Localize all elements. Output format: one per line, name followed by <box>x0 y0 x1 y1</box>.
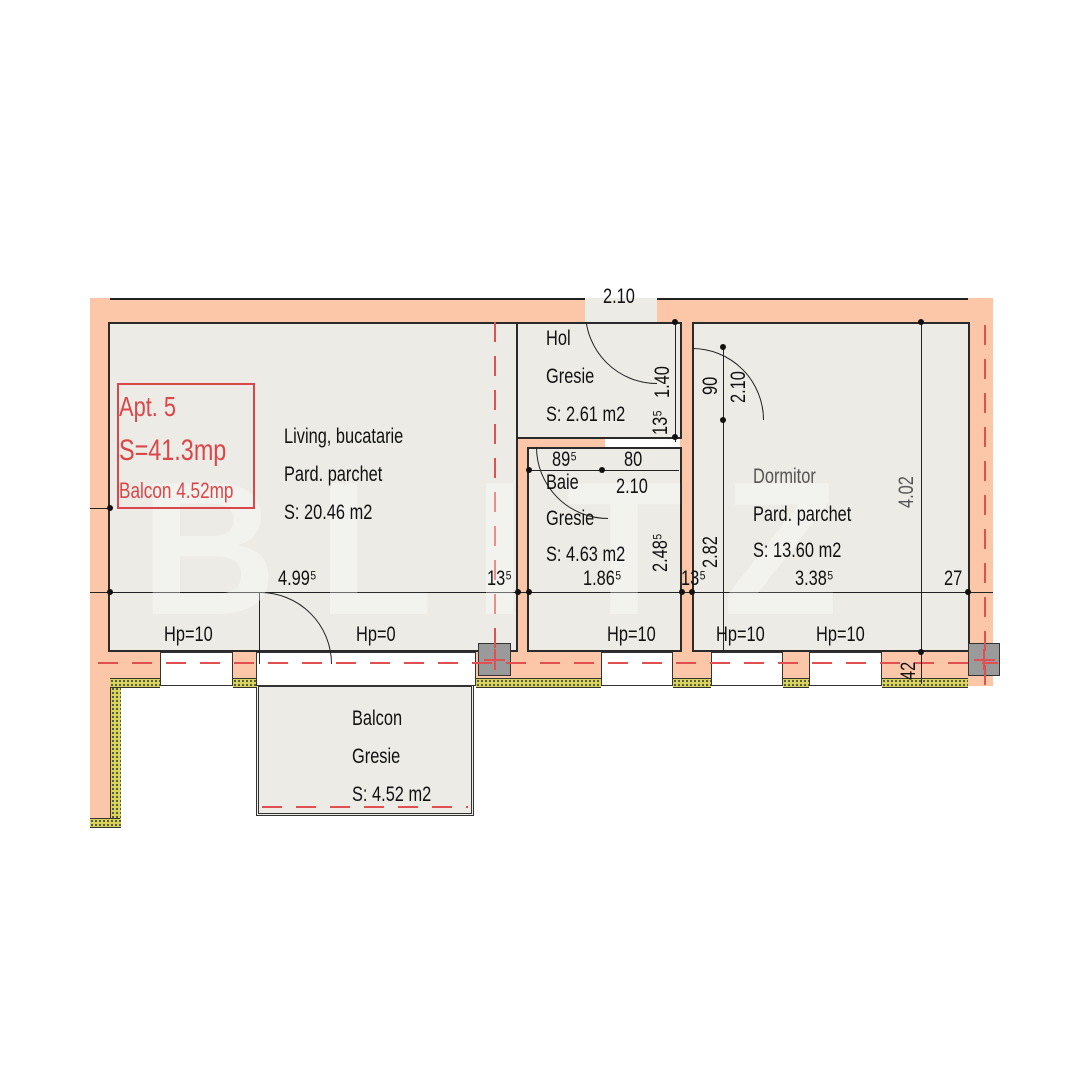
dim-wall-bottom: 42 <box>897 661 920 680</box>
insulation-bottom-5 <box>882 678 968 688</box>
dim-line-corridor <box>723 347 724 652</box>
axis-line-balcon <box>262 806 468 808</box>
balcony-door-leaf <box>259 592 260 664</box>
dim-dot <box>672 434 678 440</box>
dim-corridor-height: 2.82 <box>699 536 722 568</box>
window-dorm-right <box>809 652 882 686</box>
insulation-left-horizontal <box>110 678 160 688</box>
balcon-name: Balcon <box>352 707 403 730</box>
axis-line-bottom <box>98 662 998 664</box>
living-floor <box>108 322 518 652</box>
baie-area: S: 4.63 m2 <box>546 543 626 566</box>
dormitor-area: S: 13.60 m2 <box>753 539 842 562</box>
axis-line-right <box>984 325 986 685</box>
dormitor-floor-type: Pard. parchet <box>753 503 852 526</box>
apartment-total-area: S=41.3mp <box>119 434 227 467</box>
window-label-living-left: Hp=10 <box>164 623 213 646</box>
insulation-bottom-2 <box>476 678 601 688</box>
window-baie <box>601 652 673 686</box>
dim-hol-wall: 13⁵ <box>649 409 672 435</box>
dim-wall-left-baie: 13⁵ <box>487 567 513 590</box>
window-dorm-left <box>711 652 783 686</box>
dim-baie-door-height: 2.10 <box>616 475 648 498</box>
window-label-dorm-right: Hp=10 <box>816 623 865 646</box>
balcon-area: S: 4.52 m2 <box>352 783 432 806</box>
dim-line-dormitor-height <box>921 322 922 684</box>
dim-living-width: 4.99⁵ <box>278 567 317 590</box>
dim-dot <box>720 417 726 423</box>
column-mid <box>478 643 511 676</box>
dim-dorm-door-height: 2.10 <box>727 371 750 403</box>
insulation-left-vertical <box>110 678 121 828</box>
dim-baie-height: 2.48⁵ <box>649 533 672 572</box>
wall-top <box>90 298 993 324</box>
dim-line-left-upper <box>90 508 110 509</box>
dim-dormitor-height: 4.02 <box>895 476 918 508</box>
entry-door-gap <box>585 298 657 322</box>
dim-line-hol <box>675 322 676 442</box>
axis-line-mid <box>494 322 496 652</box>
balcon-floor-type: Gresie <box>352 745 401 768</box>
window-label-living-door: Hp=0 <box>356 623 396 646</box>
hol-floor-type: Gresie <box>546 365 595 388</box>
apartment-summary-box <box>117 383 255 509</box>
balcon-floor <box>256 684 474 816</box>
insulation-bottom-left-corner <box>90 818 120 828</box>
dim-dot <box>672 319 678 325</box>
dim-baie-door-width: 80 <box>624 448 643 471</box>
baie-floor-type: Gresie <box>546 507 595 530</box>
wall-baie-left <box>515 437 529 652</box>
outer-void <box>120 684 256 824</box>
insulation-bottom-4 <box>783 678 809 688</box>
dim-dot <box>720 344 726 350</box>
dormitor-name: Dormitor <box>753 465 816 488</box>
wall-baie-top <box>515 437 605 449</box>
wall-corridor-right <box>680 322 694 652</box>
dim-dot <box>526 589 532 595</box>
dim-dot <box>689 589 695 595</box>
living-floor-type: Pard. parchet <box>284 463 383 486</box>
dim-dot <box>918 649 924 655</box>
insulation-bottom-1 <box>233 678 257 688</box>
dim-dot <box>107 589 113 595</box>
dim-hol-door-height: 1.40 <box>651 366 674 398</box>
dim-wall-right: 27 <box>944 567 963 590</box>
dim-wall-right-baie: 13⁵ <box>681 567 707 590</box>
living-name: Living, bucatarie <box>284 425 404 448</box>
dim-dot <box>679 589 685 595</box>
dim-line-horizontal <box>90 592 993 593</box>
hol-area: S: 2.61 m2 <box>546 403 626 426</box>
dim-entry-door: 2.10 <box>603 285 635 308</box>
window-label-dorm-left: Hp=10 <box>716 623 765 646</box>
apartment-balcony-area: Balcon 4.52mp <box>119 478 234 503</box>
dim-dormitor-width: 3.38⁵ <box>795 567 834 590</box>
dim-dot <box>107 505 113 511</box>
dim-dot <box>965 589 971 595</box>
living-area: S: 20.46 m2 <box>284 501 373 524</box>
dim-baie-width: 1.86⁵ <box>583 567 622 590</box>
wall-right <box>968 298 993 686</box>
apartment-title: Apt. 5 <box>119 391 177 422</box>
wall-left <box>90 298 110 828</box>
window-living-left <box>160 652 233 686</box>
window-label-baie: Hp=10 <box>607 623 656 646</box>
dim-dot <box>918 319 924 325</box>
insulation-bottom-3 <box>673 678 711 688</box>
dim-baie-left-seg: 89⁵ <box>552 448 578 471</box>
dim-dot <box>526 467 532 473</box>
baie-name: Baie <box>546 471 579 494</box>
hol-name: Hol <box>546 327 571 350</box>
dim-dot <box>515 589 521 595</box>
dim-dorm-door-width: 90 <box>699 376 722 395</box>
watermark: BLITZ <box>140 443 879 655</box>
